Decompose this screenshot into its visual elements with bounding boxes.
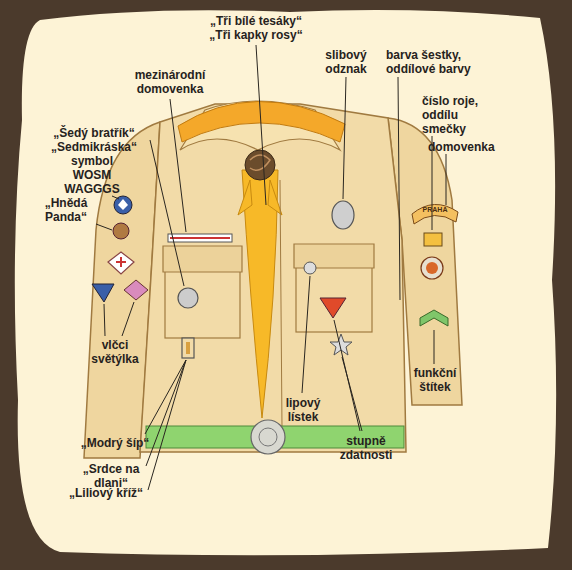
placket <box>280 180 282 428</box>
arrow-badge-inner <box>186 342 190 354</box>
international-badge <box>168 234 232 242</box>
background-blob <box>15 10 556 555</box>
cub-badge <box>178 288 198 308</box>
diamond-badge-mark <box>116 257 126 267</box>
number-badge <box>424 233 442 246</box>
linden-pin <box>304 262 316 274</box>
proficiency-badge <box>320 298 346 318</box>
callout-label: slibový odznak <box>314 48 378 76</box>
callout-label: „Sedmikráska“ <box>34 140 154 154</box>
diamond-badge <box>108 252 134 274</box>
callout-label: „Tři kapky rosy“ <box>190 28 322 42</box>
callout-label: domovenka <box>428 140 512 154</box>
patch-text: PRAHA <box>414 206 456 214</box>
light-badge-pink <box>124 280 148 300</box>
wosm-badge <box>114 196 132 214</box>
callout-label: „Šedý bratřík“ <box>34 126 154 140</box>
belt-buckle <box>251 420 285 454</box>
international-badge-stripe <box>170 237 230 239</box>
home-tab <box>412 204 458 224</box>
promise-badge <box>332 201 354 229</box>
callout-label: číslo roje, oddílu smečky <box>422 94 496 136</box>
callout-label: „Tři bílé tesáky“ <box>190 14 322 28</box>
woggle <box>245 150 275 180</box>
light-badge-blue <box>92 284 114 302</box>
six-badge-fox <box>426 262 438 274</box>
callout-label: barva šestky, oddílové barvy <box>386 48 490 76</box>
callout-label: funkční štítek <box>400 366 470 394</box>
woggle-knot <box>250 155 270 170</box>
callout-label: „Modrý šíp“ <box>80 436 150 450</box>
wosm-symbol <box>118 199 128 210</box>
six-badge <box>421 257 443 279</box>
callout-label: „Liliový kříž“ <box>56 486 156 500</box>
callout-label: „Srdce na dlani“ <box>74 462 148 490</box>
arrow-badge <box>182 338 194 358</box>
shirt-body <box>140 104 406 452</box>
callout-label: stupně zdatnosti <box>326 434 406 462</box>
function-chevron <box>420 310 448 326</box>
left-pocket-flap <box>163 246 242 272</box>
callout-label: lipový lístek <box>272 396 334 424</box>
panda-badge <box>113 223 129 239</box>
callout-label: vlčci světýlka <box>80 338 150 366</box>
belt-buckle-inner <box>259 428 277 446</box>
callout-label: mezinárodní domovenka <box>124 68 216 96</box>
leader-lines <box>96 45 446 490</box>
callout-label: „Hnědá Panda“ <box>34 196 98 224</box>
neckerchief-end <box>238 180 282 215</box>
callout-label: symbol WOSM WAGGGS <box>60 154 124 196</box>
